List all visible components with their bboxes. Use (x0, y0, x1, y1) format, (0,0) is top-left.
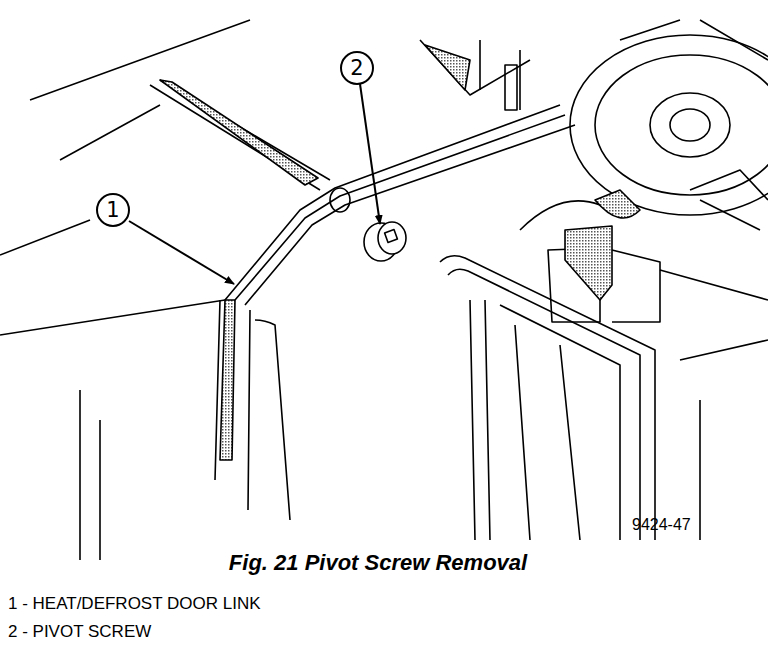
line-art (420, 40, 530, 95)
line-art (235, 115, 565, 300)
line-art (0, 220, 90, 255)
line-art (448, 269, 640, 540)
line-art (520, 201, 600, 230)
line-art (440, 256, 655, 540)
legend-item: 2 - PIVOT SCREW (8, 622, 151, 642)
line-art (612, 250, 660, 322)
line-art (425, 45, 470, 90)
line-art (360, 84, 380, 224)
figure-code: 9424-47 (632, 516, 691, 534)
line-art (565, 226, 612, 300)
line-art (160, 80, 318, 185)
callout-number: 1 (106, 200, 119, 221)
line-art (570, 35, 768, 215)
line-art (215, 300, 250, 510)
line-art (620, 20, 768, 60)
line-art (515, 325, 580, 540)
line-art (30, 20, 250, 100)
line-art (0, 300, 225, 335)
callout-circle: 2 (340, 51, 374, 85)
line-art (670, 109, 710, 141)
line-art (500, 305, 620, 540)
line-art (470, 300, 490, 540)
line-art (595, 55, 768, 195)
line-art (480, 40, 520, 110)
line-art (378, 222, 406, 254)
line-art (60, 105, 160, 160)
line-art (220, 300, 235, 460)
line-art (660, 270, 768, 540)
line-art (0, 20, 768, 560)
line-art (505, 65, 517, 110)
line-art (385, 230, 398, 243)
callout-number: 2 (350, 58, 363, 79)
line-art (245, 125, 575, 305)
line-art (129, 221, 234, 284)
line-art (595, 190, 640, 218)
callout-circle: 1 (96, 193, 130, 227)
figure-caption: Fig. 21 Pivot Screw Removal (229, 550, 527, 576)
line-art (650, 93, 730, 157)
line-art (330, 188, 350, 212)
leader-lines (129, 84, 380, 284)
legend-item: 1 - HEAT/DEFROST DOOR LINK (8, 594, 261, 614)
line-art (255, 320, 290, 520)
line-art (690, 170, 768, 230)
line-art (80, 390, 100, 560)
